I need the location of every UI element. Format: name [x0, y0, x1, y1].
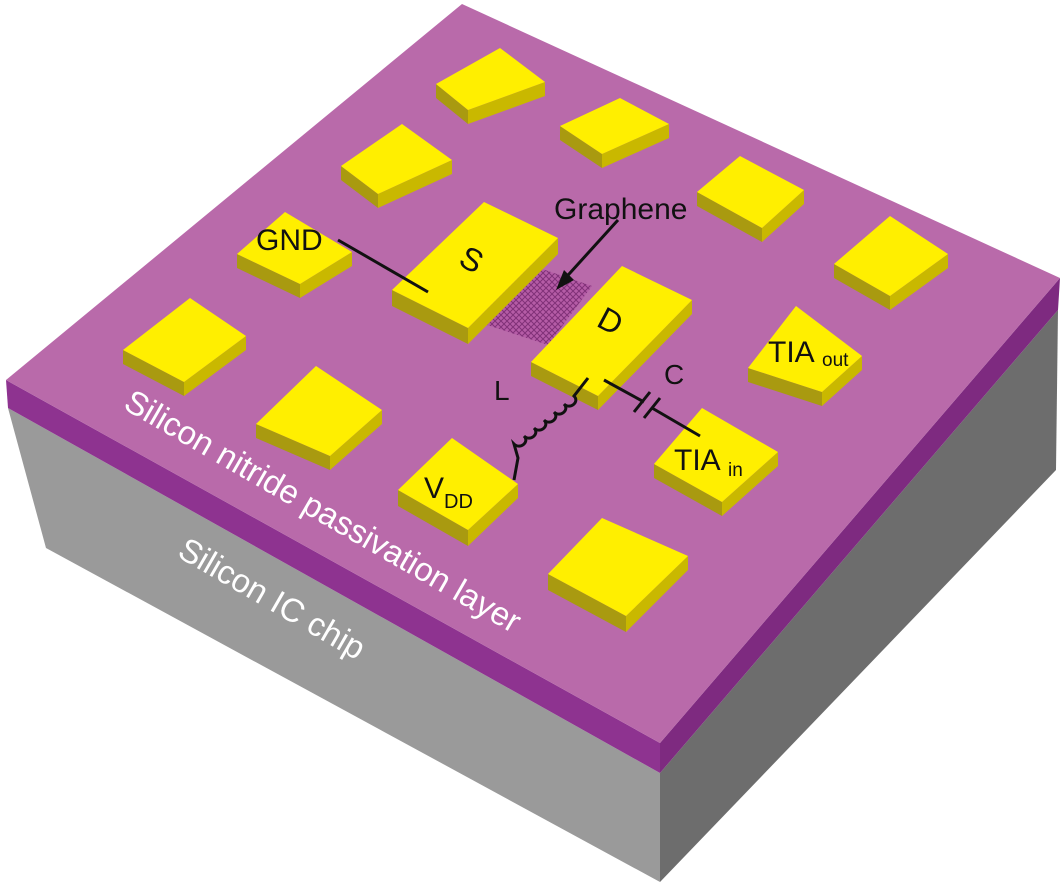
tia-in-label-subscript: in: [728, 460, 743, 481]
gnd-label: GND: [256, 224, 323, 257]
vdd-label: V DD: [424, 472, 473, 513]
passivation-right-edge: [660, 278, 1060, 773]
graphene-arrow-line: [558, 218, 620, 286]
pad-left-2: [256, 366, 382, 470]
tia-out-label: TIA out: [768, 336, 849, 371]
graphene-arrow-head: [556, 270, 574, 290]
pad-tia-in: [654, 408, 778, 516]
graphene-label: Graphene: [554, 193, 687, 226]
inductor-coil: [510, 377, 590, 481]
capacitor-lead-left: [603, 378, 645, 404]
capacitor-label: C: [664, 359, 684, 390]
circuit-wiring: [337, 218, 701, 481]
pad-vdd: [398, 438, 518, 546]
silicon-chip: [8, 310, 1058, 882]
vdd-label-subscript: DD: [444, 491, 473, 513]
contact-pads: [123, 48, 948, 632]
pad-right-1: [834, 216, 948, 310]
vdd-label-main: V: [424, 472, 444, 505]
drain-electrode: [531, 266, 692, 410]
tia-out-label-main: TIA: [768, 336, 815, 369]
pad-back-1: [436, 48, 545, 124]
gnd-leader-line: [337, 238, 429, 294]
chip-right-face: [660, 310, 1058, 882]
pad-back-3: [341, 124, 452, 208]
source-electrode: [392, 202, 558, 344]
pad-front: [548, 518, 688, 632]
tia-in-label: TIA in: [674, 444, 743, 481]
tia-out-label-subscript: out: [822, 350, 849, 371]
chip-left-face: [8, 408, 660, 882]
inductor-label: L: [494, 375, 510, 406]
capacitor-lead-right: [651, 406, 701, 438]
pad-gnd: [237, 212, 352, 298]
pad-tia-out: [748, 306, 862, 406]
tia-in-label-main: TIA: [674, 444, 721, 477]
passivation-layer: [6, 4, 1060, 773]
pad-left-1: [123, 298, 246, 396]
passivation-left-edge: [6, 380, 660, 773]
pad-back-4: [697, 156, 804, 242]
pad-back-2: [560, 98, 669, 168]
capacitor-plate-1: [632, 391, 652, 413]
